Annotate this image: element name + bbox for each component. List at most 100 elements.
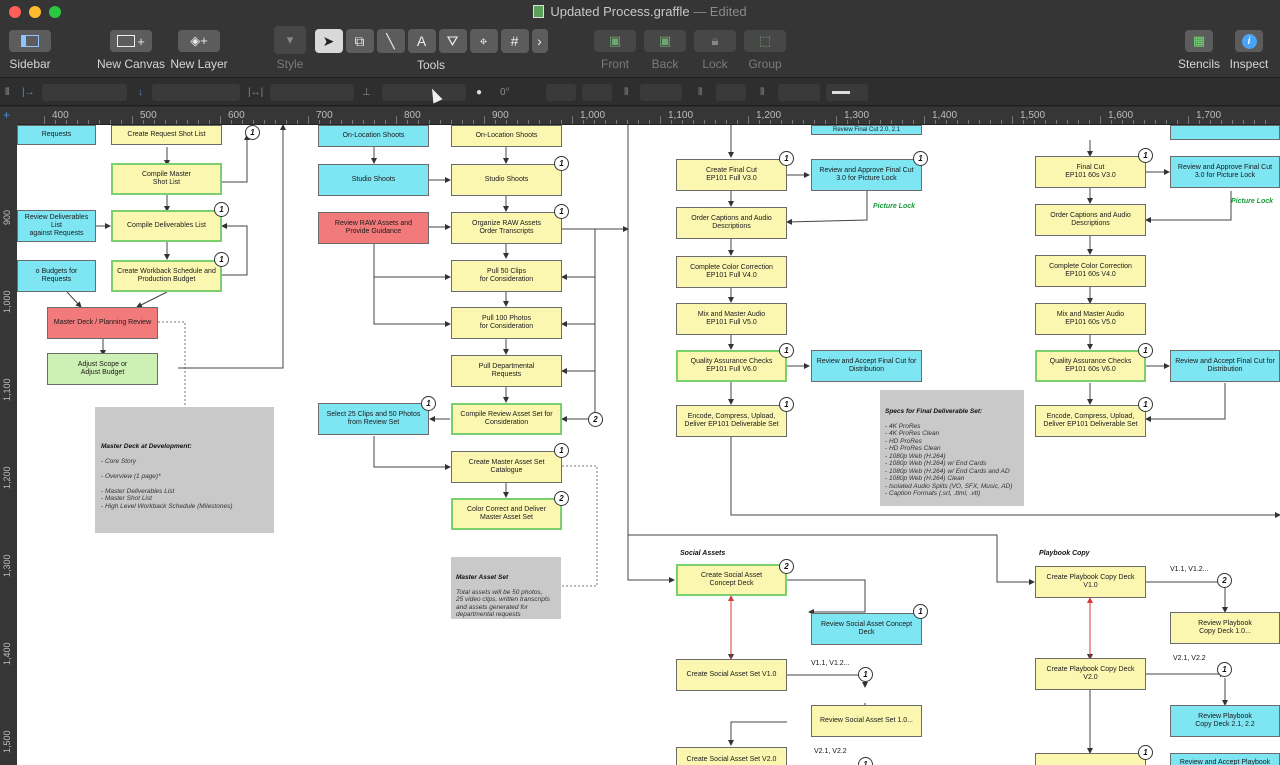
close-window-button[interactable] xyxy=(9,6,21,18)
diagram-node[interactable]: Quality Assurance Checks EP101 60s V6.0 xyxy=(1035,350,1146,382)
pointer-tool-icon[interactable]: ➤ xyxy=(314,29,343,53)
diagram-node[interactable]: Encode, Compress, Upload, Deliver EP101 … xyxy=(676,405,787,437)
diagram-canvas[interactable]: Requests Create Request Shot List Compil… xyxy=(17,125,1280,765)
step-badge[interactable]: 1 xyxy=(779,397,794,412)
step-badge[interactable]: 1 xyxy=(554,204,569,219)
shape-picker[interactable] xyxy=(640,84,682,101)
diagram-node[interactable]: Review Final Cut 2.0, 2.1 xyxy=(811,125,922,135)
diagram-node[interactable]: Order Captions and Audio Descriptions xyxy=(1035,204,1146,236)
group-button[interactable]: ⬚ Group xyxy=(742,30,788,71)
step-badge[interactable]: 2 xyxy=(588,412,603,427)
step-badge[interactable]: 1 xyxy=(779,343,794,358)
master-asset-note[interactable]: Master Asset Set Total assets will be 50… xyxy=(451,557,561,619)
shape-tool-icon[interactable]: ⧉ xyxy=(345,29,374,53)
rotation-knob-icon[interactable]: ● xyxy=(476,87,483,98)
step-badge[interactable]: 1 xyxy=(913,151,928,166)
diagram-node[interactable]: Review Deliverables List against Request… xyxy=(17,210,96,242)
step-badge[interactable]: 1 xyxy=(1138,343,1153,358)
step-badge[interactable]: 1 xyxy=(1217,662,1232,677)
diagram-node[interactable]: Review and Accept Final Cut for Distribu… xyxy=(1170,350,1280,382)
diagram-node[interactable]: Review RAW Assets and Provide Guidance xyxy=(318,212,429,244)
diagram-node[interactable]: Final Cut EP101 60s V3.0 xyxy=(1035,156,1146,188)
sidebar-button[interactable]: Sidebar xyxy=(6,30,54,71)
diagram-node[interactable]: Create Social Asset Concept Deck xyxy=(676,564,787,596)
step-badge[interactable]: 1 xyxy=(1138,397,1153,412)
fill-color-well[interactable] xyxy=(716,84,746,101)
diagram-node[interactable]: Pull 50 Clips for Consideration xyxy=(451,260,562,292)
diagram-node[interactable]: Create Playbook Copy Deck V1.0 xyxy=(1035,566,1146,598)
step-badge[interactable]: 1 xyxy=(1138,148,1153,163)
inspect-button[interactable]: i Inspect xyxy=(1226,30,1272,71)
step-badge[interactable]: 1 xyxy=(245,125,260,140)
step-badge[interactable]: 2 xyxy=(1217,573,1232,588)
new-canvas-button[interactable]: + New Canvas xyxy=(96,30,166,71)
diagram-node[interactable]: Review Social Asset Set 1.0... xyxy=(811,705,922,737)
step-badge[interactable]: 1 xyxy=(554,156,569,171)
pen-tool-icon[interactable]: ⛛ xyxy=(438,29,467,53)
diagram-node[interactable]: Organize RAW Assets Order Transcripts xyxy=(451,212,562,244)
diagram-node[interactable]: Create Workback Schedule and Production … xyxy=(111,260,222,292)
diagram-node[interactable]: Quality Assurance Checks EP101 Full V6.0 xyxy=(676,350,787,382)
step-badge[interactable]: 1 xyxy=(214,252,229,267)
diagram-node[interactable]: Order Captions and Audio Descriptions xyxy=(676,207,787,239)
step-badge[interactable]: 1 xyxy=(913,604,928,619)
step-badge[interactable]: 1 xyxy=(554,443,569,458)
step-badge[interactable]: 1 xyxy=(858,757,873,765)
deliverable-specs-note[interactable]: Specs for Final Deliverable Set: - 4K Pr… xyxy=(880,390,1024,506)
diagram-node[interactable]: o Budgets for Requests xyxy=(17,260,96,292)
diagram-node[interactable]: Master Deck / Planning Review xyxy=(47,307,158,339)
diagram-node[interactable]: Review and Accept Final Cut for Distribu… xyxy=(811,350,922,382)
step-badge[interactable]: 1 xyxy=(421,396,436,411)
diagram-node[interactable]: Adjust Scope or Adjust Budget xyxy=(47,353,158,385)
step-badge[interactable]: 1 xyxy=(1138,745,1153,760)
diagram-node[interactable]: Pull Departmental Requests xyxy=(451,355,562,387)
diagram-node[interactable]: Create Social Asset Set V1.0 xyxy=(676,659,787,691)
style-button[interactable]: ▾ Style xyxy=(272,26,308,71)
diagram-node[interactable]: Review Playbook Copy Deck 1.0... xyxy=(1170,612,1280,644)
diagram-node[interactable]: Compile Review Asset Set for Considerati… xyxy=(451,403,562,435)
diagram-node[interactable]: Select 25 Clips and 50 Photos from Revie… xyxy=(318,403,429,435)
new-layer-button[interactable]: ◈+ New Layer xyxy=(168,30,230,71)
minimize-window-button[interactable] xyxy=(29,6,41,18)
point-edit-tool-icon[interactable]: ⌖ xyxy=(469,29,498,53)
diagram-node[interactable]: Encode, Compress, Upload, Deliver EP101 … xyxy=(1035,405,1146,437)
diagram-node[interactable]: Review Social Asset Concept Deck xyxy=(811,613,922,645)
diagram-node[interactable]: Review and Approve Final Cut 3.0 for Pic… xyxy=(811,159,922,191)
diagram-node[interactable]: Color Correct and Deliver Master Asset S… xyxy=(451,498,562,530)
diagram-node[interactable]: Mix and Master Audio EP101 Full V5.0 xyxy=(676,303,787,335)
step-badge[interactable]: 2 xyxy=(554,491,569,506)
diagram-node[interactable]: Create Request Shot List xyxy=(111,125,222,145)
master-deck-note[interactable]: Master Deck at Development: - Core Story… xyxy=(95,407,274,533)
bring-to-front-button[interactable]: ▣ Front xyxy=(592,30,638,71)
diagram-node[interactable]: Pull 100 Photos for Consideration xyxy=(451,307,562,339)
x-position-field[interactable] xyxy=(42,84,127,101)
stencils-button[interactable]: ▦ Stencils xyxy=(1174,30,1224,71)
stroke-thickness-picker[interactable] xyxy=(826,84,868,101)
text-tool-icon[interactable]: A xyxy=(407,29,436,53)
send-to-back-button[interactable]: ▣ Back xyxy=(642,30,688,71)
diagram-tool-icon[interactable]: # xyxy=(500,29,529,53)
diagram-node[interactable]: Create Social Asset Set V2.0 xyxy=(676,747,787,765)
diagram-node[interactable]: On-Location Shoots xyxy=(451,125,562,147)
diagram-node[interactable]: Complete Color Correction EP101 60s V4.0 xyxy=(1035,255,1146,287)
diagram-node[interactable]: Studio Shoots xyxy=(318,164,429,196)
step-badge[interactable]: 1 xyxy=(214,202,229,217)
diagram-node[interactable]: Create Playbook Copy Deck V2.0 xyxy=(1035,658,1146,690)
flip-vertical-button[interactable] xyxy=(582,84,612,101)
diagram-node[interactable] xyxy=(1170,125,1280,140)
diagram-node[interactable]: Compile Master Shot List xyxy=(111,163,222,195)
diagram-node[interactable]: Review and Accept Playbook xyxy=(1170,753,1280,765)
diagram-node[interactable]: Create Final Cut EP101 Full V3.0 xyxy=(676,159,787,191)
line-tool-icon[interactable]: ╲ xyxy=(376,29,405,53)
zoom-window-button[interactable] xyxy=(49,6,61,18)
diagram-node[interactable] xyxy=(1035,753,1146,765)
flip-horizontal-button[interactable] xyxy=(546,84,576,101)
diagram-node[interactable]: Mix and Master Audio EP101 60s V5.0 xyxy=(1035,303,1146,335)
diagram-node[interactable]: Review Playbook Copy Deck 2.1, 2.2 xyxy=(1170,705,1280,737)
diagram-node[interactable]: Compile Deliverables List xyxy=(111,210,222,242)
step-badge[interactable]: 2 xyxy=(779,559,794,574)
diagram-node[interactable]: On-Location Shoots xyxy=(318,125,429,147)
step-badge[interactable]: 1 xyxy=(779,151,794,166)
stroke-style-picker[interactable] xyxy=(778,84,820,101)
width-field[interactable] xyxy=(270,84,354,101)
